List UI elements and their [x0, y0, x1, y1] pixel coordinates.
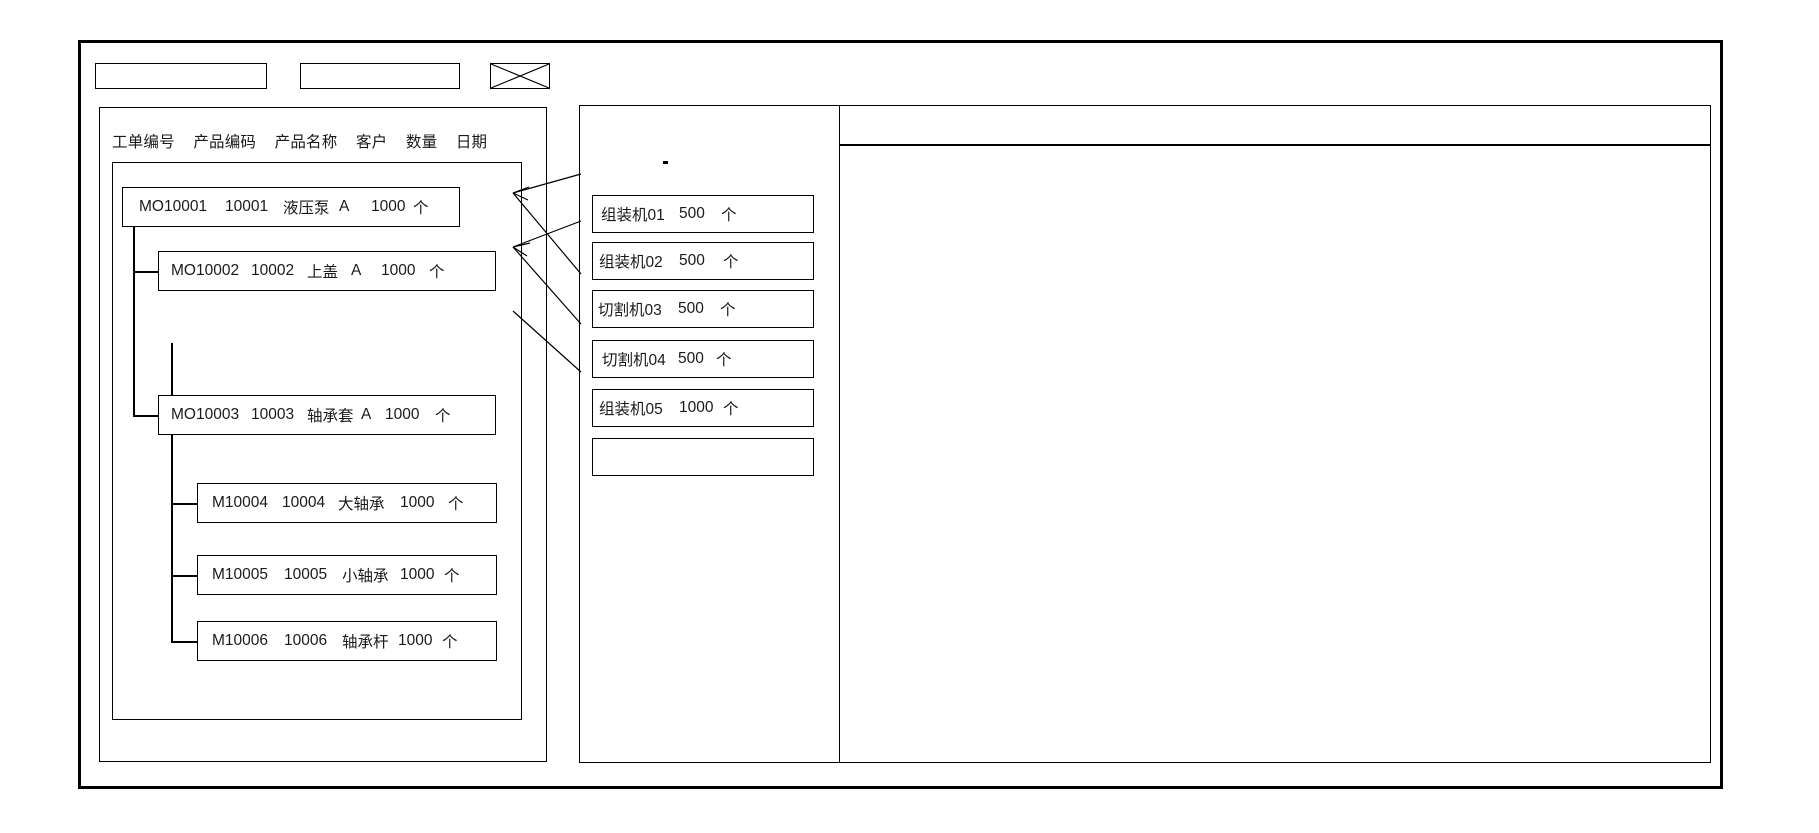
row-product-name: 大轴承: [338, 496, 385, 513]
tree-guide-line-to-row4: [171, 503, 197, 505]
machine-name: 组装机02: [599, 254, 663, 271]
row-product-name: 液压泵: [283, 200, 330, 217]
column-header-customer: 客户: [355, 134, 388, 151]
gantt-detail-panel[interactable]: [839, 105, 1711, 763]
toolbar: [95, 63, 550, 89]
machine-quantity: 500: [679, 252, 705, 269]
row-order-no: M10004: [212, 494, 269, 511]
row-customer: A: [351, 262, 362, 279]
tree-guide-line-to-row3: [133, 415, 158, 417]
machine-quantity: 500: [678, 350, 704, 367]
tree-guide-line-to-row5: [171, 575, 197, 577]
row-product-code: 10004: [282, 494, 326, 511]
machine-schedule-panel: 组装机01 500 个 组装机02 500 个 切割机03 500 个 切割机0…: [579, 105, 839, 763]
list-item[interactable]: 组装机05 1000 个: [592, 389, 814, 427]
row-quantity: 1000: [381, 262, 416, 279]
machine-name: 切割机04: [602, 352, 666, 369]
row-quantity: 1000: [398, 632, 433, 649]
row-customer: A: [339, 198, 350, 215]
machine-unit: 个: [721, 207, 737, 224]
machine-quantity: 500: [679, 205, 705, 222]
column-header-product-name: 产品名称: [274, 134, 338, 151]
table-row[interactable]: M10004 10004 大轴承 1000 个: [197, 483, 497, 523]
row-order-no: MO10002: [171, 262, 240, 279]
row-unit: 个: [413, 200, 429, 217]
work-order-panel: 工单编号 产品编码 产品名称 客户 数量 日期 MO10001: [99, 107, 547, 762]
list-item[interactable]: 切割机04 500 个: [592, 340, 814, 378]
row-product-code: 10003: [251, 406, 295, 423]
application-window-frame: 工单编号 产品编码 产品名称 客户 数量 日期 MO10001: [78, 40, 1723, 789]
row-product-name: 上盖: [307, 264, 339, 281]
machine-name: 切割机03: [598, 302, 662, 319]
row-product-code: 10006: [284, 632, 328, 649]
row-unit: 个: [444, 568, 460, 585]
row-order-no: M10005: [212, 566, 269, 583]
column-header-quantity: 数量: [405, 134, 438, 151]
row-quantity: 1000: [400, 566, 435, 583]
work-order-tree-container[interactable]: MO10001 10001 液压泵 A 1000 个 MO10002 10002…: [112, 162, 522, 720]
row-order-no: MO10001: [139, 198, 208, 215]
toolbar-input-field-1[interactable]: [95, 63, 267, 89]
cross-lines-icon: [491, 64, 549, 88]
machine-unit: 个: [723, 401, 739, 418]
column-header-product-code: 产品编码: [193, 134, 257, 151]
right-panel-header-divider: [840, 144, 1710, 146]
toolbar-input-field-2[interactable]: [300, 63, 460, 89]
row-unit: 个: [442, 634, 458, 651]
list-item[interactable]: 组装机02 500 个: [592, 242, 814, 280]
row-quantity: 1000: [400, 494, 435, 511]
row-unit: 个: [448, 496, 464, 513]
list-item[interactable]: 组装机01 500 个: [592, 195, 814, 233]
work-order-column-headers: 工单编号 产品编码 产品名称 客户 数量 日期: [112, 130, 487, 152]
row-product-code: 10005: [284, 566, 328, 583]
tree-guide-line-to-row6: [171, 641, 197, 643]
table-row[interactable]: M10005 10005 小轴承 1000 个: [197, 555, 497, 595]
row-customer: A: [361, 406, 372, 423]
machine-name: 组装机01: [601, 207, 665, 224]
row-product-code: 10002: [251, 262, 295, 279]
row-quantity: 1000: [371, 198, 406, 215]
row-unit: 个: [429, 264, 445, 281]
crossed-box-icon[interactable]: [490, 63, 550, 89]
row-quantity: 1000: [385, 406, 420, 423]
machine-quantity: 500: [678, 300, 704, 317]
row-unit: 个: [435, 408, 451, 425]
machine-quantity: 1000: [679, 399, 714, 416]
machine-unit: 个: [716, 352, 732, 369]
row-product-code: 10001: [225, 198, 269, 215]
tree-guide-line-root-vertical: [133, 207, 135, 417]
column-header-date: 日期: [455, 134, 488, 151]
row-order-no: M10006: [212, 632, 269, 649]
list-item-empty[interactable]: [592, 438, 814, 476]
table-row[interactable]: M10006 10006 轴承杆 1000 个: [197, 621, 497, 661]
table-row[interactable]: MO10003 10003 轴承套 A 1000 个: [158, 395, 496, 435]
column-header-order-no: 工单编号: [112, 134, 175, 151]
cursor-caret-mark: [663, 161, 668, 164]
tree-guide-line-to-row2: [133, 271, 158, 273]
machine-unit: 个: [720, 302, 736, 319]
tree-guide-line-sub-vertical: [171, 343, 173, 643]
machine-unit: 个: [723, 254, 739, 271]
table-row[interactable]: MO10002 10002 上盖 A 1000 个: [158, 251, 496, 291]
table-row[interactable]: MO10001 10001 液压泵 A 1000 个: [122, 187, 460, 227]
row-product-name: 轴承杆: [342, 634, 389, 651]
list-item[interactable]: 切割机03 500 个: [592, 290, 814, 328]
row-product-name: 小轴承: [342, 568, 389, 585]
machine-name: 组装机05: [599, 401, 663, 418]
row-order-no: MO10003: [171, 406, 240, 423]
row-product-name: 轴承套: [307, 408, 354, 425]
